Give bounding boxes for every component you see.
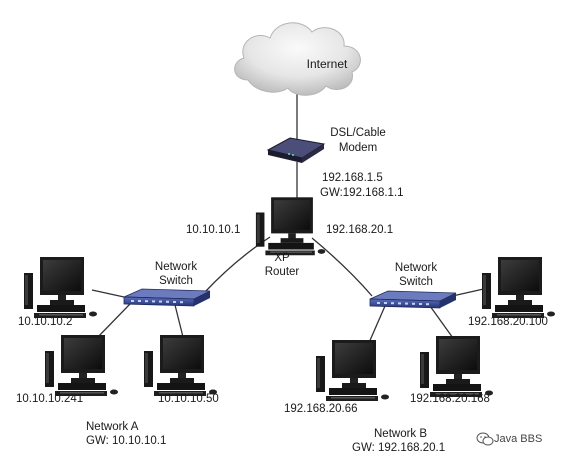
modem-label-line2: Modem (339, 142, 377, 154)
host-a2-computer-icon (45, 335, 118, 396)
network-a-gateway: GW: 10.10.10.1 (86, 435, 166, 447)
network-b-gateway: GW: 192.168.20.1 (352, 442, 445, 454)
host-a1-computer-icon (24, 257, 97, 318)
router-name-line2: Router (265, 266, 300, 278)
host-b2-computer-icon (316, 340, 389, 401)
cable-switch-a-host-a1 (91, 289, 125, 298)
host-a3-computer-icon (144, 335, 217, 396)
router-wan-ip: 192.168.1.5 (322, 172, 383, 184)
host-a2-ip: 10.10.10.241 (16, 393, 83, 405)
network-switch-a-icon (123, 288, 211, 307)
host-a3-ip: 10.10.10.50 (158, 393, 219, 405)
cable-switch-b-host-b2 (367, 305, 386, 346)
network-switch-b-icon (369, 290, 457, 309)
router-computer-icon (255, 197, 326, 256)
switch-a-label-line2: Switch (159, 275, 193, 287)
switch-b-label-line2: Switch (399, 276, 433, 288)
cable-switch-a-host-a2 (94, 303, 131, 341)
internet-label: Internet (307, 57, 348, 71)
switch-b-label-line1: Network (395, 262, 437, 274)
network-a-name: Network A (86, 421, 139, 433)
cable-router-switch-b (311, 237, 373, 297)
host-b3-computer-icon (420, 336, 493, 397)
wechat-icon (476, 432, 494, 446)
host-b3-ip: 192.168.20.168 (410, 393, 490, 405)
modem-icon (266, 137, 326, 163)
switch-a-label-line1: Network (155, 261, 197, 273)
router-right-ip: 192.168.20.1 (326, 224, 393, 236)
router-wan-gateway: GW:192.168.1.1 (320, 187, 404, 199)
router-name-line1: XP (274, 252, 290, 264)
internet-cloud-icon (234, 22, 361, 96)
watermark-label: Java BBS (494, 433, 542, 445)
host-a1-ip: 10.10.10.2 (18, 316, 72, 328)
network-b-name: Network B (374, 428, 427, 440)
host-b1-ip: 192.168.20.100 (468, 316, 548, 328)
router-left-ip: 10.10.10.1 (186, 224, 240, 236)
host-b2-ip: 192.168.20.66 (284, 403, 358, 415)
host-b1-computer-icon (482, 257, 555, 318)
modem-label-line1: DSL/Cable (330, 127, 386, 139)
